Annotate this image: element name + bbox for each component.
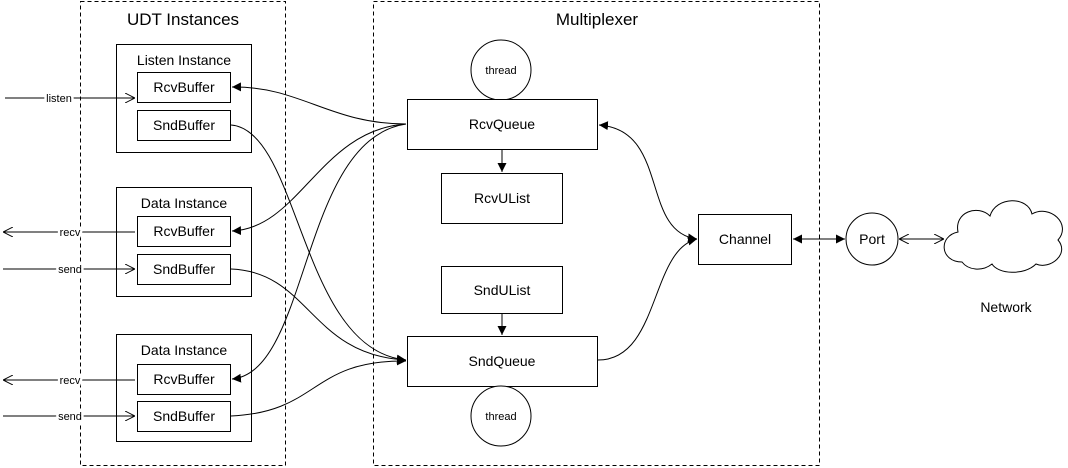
data2-sndbuffer-to-sndqueue	[230, 356, 407, 417]
listen-sndbuffer-to-sndqueue	[230, 124, 407, 364]
listen-sndbuffer-label: SndBuffer	[153, 117, 215, 133]
rcvqueue-to-data1-rcvbuffer	[231, 123, 407, 236]
data-1-sndbuffer-label: SndBuffer	[153, 261, 215, 277]
udt-instances-title: UDT Instances	[127, 10, 239, 29]
data-instance-2-title: Data Instance	[141, 342, 228, 358]
listen-rcvbuffer-box	[137, 72, 231, 103]
snd-thread-circle	[470, 385, 532, 447]
rcvulist-box	[441, 173, 563, 224]
listen-rcvbuffer-label: RcvBuffer	[153, 79, 215, 95]
data-1-rcvbuffer-label: RcvBuffer	[153, 223, 215, 239]
data-instance-1-title: Data Instance	[141, 195, 228, 211]
sndqueue-label: SndQueue	[469, 353, 536, 369]
rcv-thread-label: thread	[485, 65, 516, 77]
data-2-rcvbuffer-box	[137, 364, 231, 395]
rcvqueue-label: RcvQueue	[469, 116, 535, 132]
recv-label-1: recv	[60, 227, 81, 239]
data-2-rcvbuffer-label: RcvBuffer	[153, 371, 215, 387]
data1-sndbuffer-to-sndqueue	[230, 268, 407, 365]
channel-box	[698, 214, 792, 265]
sndulist-box	[441, 266, 563, 314]
sndulist-label: SndUList	[474, 282, 531, 298]
sndqueue-box	[407, 336, 598, 387]
network-label: Network	[980, 299, 1032, 315]
sndqueue-to-channel	[597, 236, 698, 361]
rcvqueue-to-data2-rcvbuffer	[231, 123, 407, 383]
send-label-1: send	[58, 264, 82, 276]
udt-instances-group	[80, 1, 286, 466]
send-label-2: send	[58, 411, 82, 423]
data-1-rcvbuffer-box	[137, 216, 231, 247]
multiplexer-title: Multiplexer	[556, 10, 639, 29]
network-cloud-icon	[943, 200, 1063, 273]
listen-label: listen	[46, 93, 72, 105]
data-2-sndbuffer-box	[137, 401, 231, 432]
channel-to-rcvqueue	[598, 121, 698, 243]
rcvqueue-box	[407, 99, 598, 150]
recv-label-2: recv	[60, 375, 81, 387]
rcvqueue-to-listen-rcvbuffer	[231, 82, 407, 125]
port-circle	[845, 212, 899, 266]
listen-instance-title: Listen Instance	[137, 52, 231, 68]
snd-thread-label: thread	[485, 411, 516, 423]
port-label: Port	[859, 231, 885, 247]
rcvulist-label: RcvUList	[474, 190, 530, 206]
listen-sndbuffer-box	[137, 110, 231, 141]
channel-label: Channel	[719, 231, 771, 247]
data-1-sndbuffer-box	[137, 254, 231, 285]
data-2-sndbuffer-label: SndBuffer	[153, 408, 215, 424]
